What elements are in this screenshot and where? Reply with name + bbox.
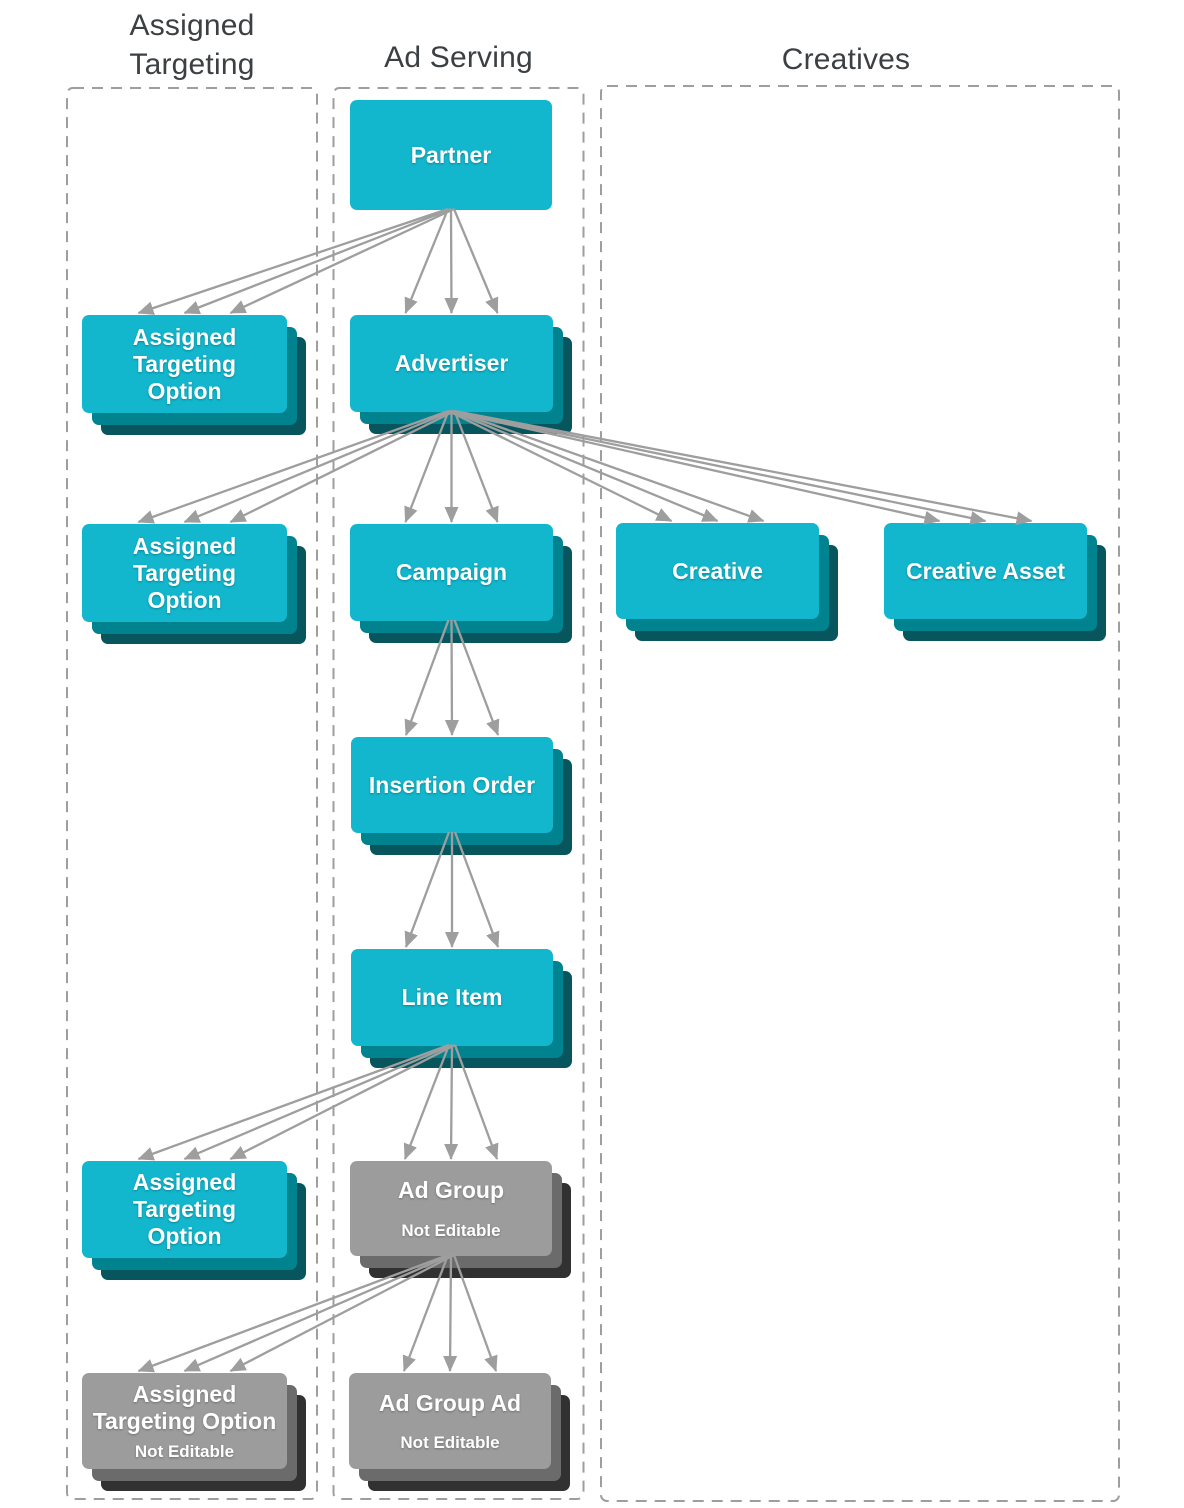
node-campaign: Campaign xyxy=(350,524,553,621)
node-advertiser-label: Advertiser xyxy=(394,350,509,376)
node-ad-group: Ad Group Not Editable xyxy=(350,1161,552,1256)
not-editable-badge: Not Editable xyxy=(400,1433,500,1453)
node-label: Assigned Targeting Option xyxy=(132,323,237,404)
node-label: Assigned Targeting Option xyxy=(132,1169,237,1249)
node-partner: Partner xyxy=(350,100,552,210)
column-header-assigned-targeting: Assigned Targeting xyxy=(129,9,255,81)
node-ad-group-label: Ad Group xyxy=(397,1177,505,1204)
node-insertion-order-label: Insertion Order xyxy=(368,771,536,798)
assigned-targeting-column-border xyxy=(66,87,318,1500)
not-editable-badge: Not Editable xyxy=(134,1442,235,1462)
node-assigned-targeting-option-partner: Assigned Targeting Option xyxy=(82,315,287,413)
node-assigned-targeting-option-line-item: Assigned Targeting Option xyxy=(82,1161,287,1258)
node-creative: Creative xyxy=(616,523,819,619)
node-ad-group-ad-label: Ad Group Ad xyxy=(378,1389,522,1416)
column-header-creatives: Creatives xyxy=(781,43,911,76)
node-creative-label: Creative xyxy=(672,557,763,584)
node-ad-group-ad: Ad Group Ad Not Editable xyxy=(349,1373,551,1469)
node-partner-label: Partner xyxy=(410,141,492,168)
creatives-column-border xyxy=(600,85,1120,1502)
node-creative-asset-label: Creative Asset xyxy=(906,557,1065,584)
node-assigned-targeting-option-advertiser: Assigned Targeting Option xyxy=(82,524,287,622)
node-insertion-order: Insertion Order xyxy=(351,737,553,833)
node-advertiser: Advertiser xyxy=(350,315,553,412)
column-header-ad-serving: Ad Serving xyxy=(384,41,533,74)
node-assigned-targeting-option-ad-group: Assigned Targeting Option Not Editable xyxy=(82,1373,287,1469)
node-line-item: Line Item xyxy=(351,949,553,1046)
not-editable-badge: Not Editable xyxy=(401,1220,501,1240)
node-label: Assigned Targeting Option xyxy=(92,1380,277,1434)
node-campaign-label: Campaign xyxy=(395,559,508,585)
node-label: Assigned Targeting Option xyxy=(132,532,237,613)
node-creative-asset: Creative Asset xyxy=(884,523,1087,619)
node-line-item-label: Line Item xyxy=(401,984,503,1010)
